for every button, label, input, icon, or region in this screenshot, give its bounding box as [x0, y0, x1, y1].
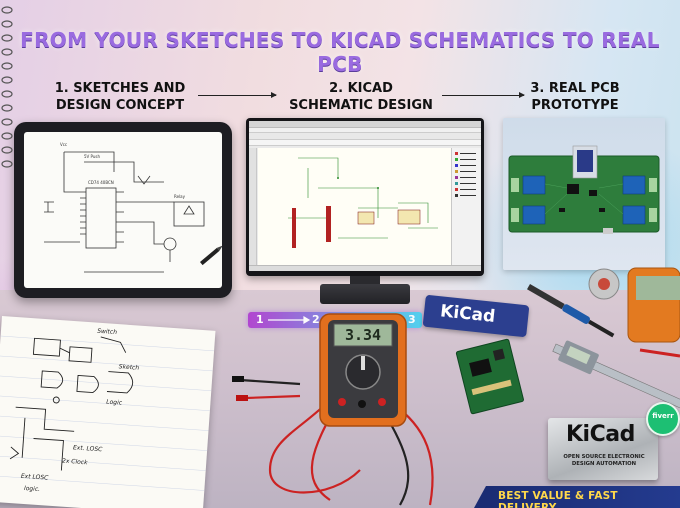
arrow-right-icon — [198, 92, 277, 98]
multimeter — [319, 313, 407, 427]
kicad-logo-plate: KiCad OPEN SOURCE ELECTRONIC DESIGN AUTO… — [548, 418, 658, 480]
sketch-notebook: Switch Sketch Logic Ext. LOSC 2x Clock E… — [0, 316, 216, 508]
kicad-schematic-window — [249, 121, 481, 271]
svg-text:Switch: Switch — [97, 328, 117, 336]
svg-text:2x Clock: 2x Clock — [62, 458, 89, 467]
small-pcb — [455, 338, 524, 415]
status-bar — [249, 265, 481, 271]
fiverr-badge: fiverr — [646, 402, 680, 436]
headline: FROM YOUR SKETCHES TO KICAD SCHEMATICS T… — [20, 28, 660, 76]
svg-text:Sketch: Sketch — [118, 363, 139, 371]
svg-text:logic.: logic. — [24, 485, 41, 493]
layers-panel — [451, 148, 481, 265]
notebook-spiral — [1, 6, 13, 168]
tab-bar — [249, 140, 481, 146]
layer-list — [455, 152, 476, 197]
svg-text:Ext. LOSC: Ext. LOSC — [73, 444, 104, 453]
pcb-prototype-photo — [503, 118, 665, 270]
schematic-canvas — [258, 148, 451, 265]
arrow-right-icon — [442, 92, 525, 98]
fiverr-name: fiverr — [652, 412, 674, 420]
monitor — [246, 118, 484, 276]
kicad-plate-subtitle: OPEN SOURCE ELECTRONIC DESIGN AUTOMATION — [563, 454, 645, 467]
step-3-label: 3. REAL PCB PROTOTYPE — [530, 81, 620, 113]
soldering-iron — [527, 284, 615, 338]
svg-text:CD74 40BCN: CD74 40BCN — [88, 180, 114, 185]
window-titlebar — [249, 121, 481, 128]
monitor-stand — [350, 276, 380, 286]
step-1-label: 1. SKETCHES AND DESIGN CONCEPT — [54, 81, 186, 113]
pcb-board — [508, 145, 660, 234]
schematic-drawing — [288, 157, 438, 248]
monitor-base — [320, 284, 410, 304]
step-2-label: 2. KICAD SCHEMATIC DESIGN — [289, 81, 433, 113]
svg-text:Relay: Relay — [174, 194, 186, 199]
flow-step-3: 3 — [408, 313, 416, 326]
menu-bar — [249, 128, 481, 133]
ribbon-text: BEST VALUE & FAST DELIVERY — [498, 490, 618, 508]
multimeter-display: 3.34 — [344, 326, 382, 344]
flow-step-1: 1 — [256, 313, 264, 326]
svg-text:Ext LOSC: Ext LOSC — [21, 473, 50, 482]
kicad-plate-name: KiCad — [566, 422, 635, 447]
svg-text:Vcc: Vcc — [60, 142, 67, 147]
toolbar — [249, 133, 481, 140]
svg-text:Logic: Logic — [106, 398, 123, 406]
flow-step-2: 2 — [312, 313, 320, 326]
caliper — [552, 340, 680, 413]
left-toolbar — [249, 148, 257, 265]
svg-text:5V Push: 5V Push — [84, 154, 101, 159]
notebook-sketch: Switch Sketch Logic Ext. LOSC 2x Clock E… — [0, 328, 215, 493]
delivery-ribbon: BEST VALUE & FAST DELIVERY — [474, 486, 680, 508]
